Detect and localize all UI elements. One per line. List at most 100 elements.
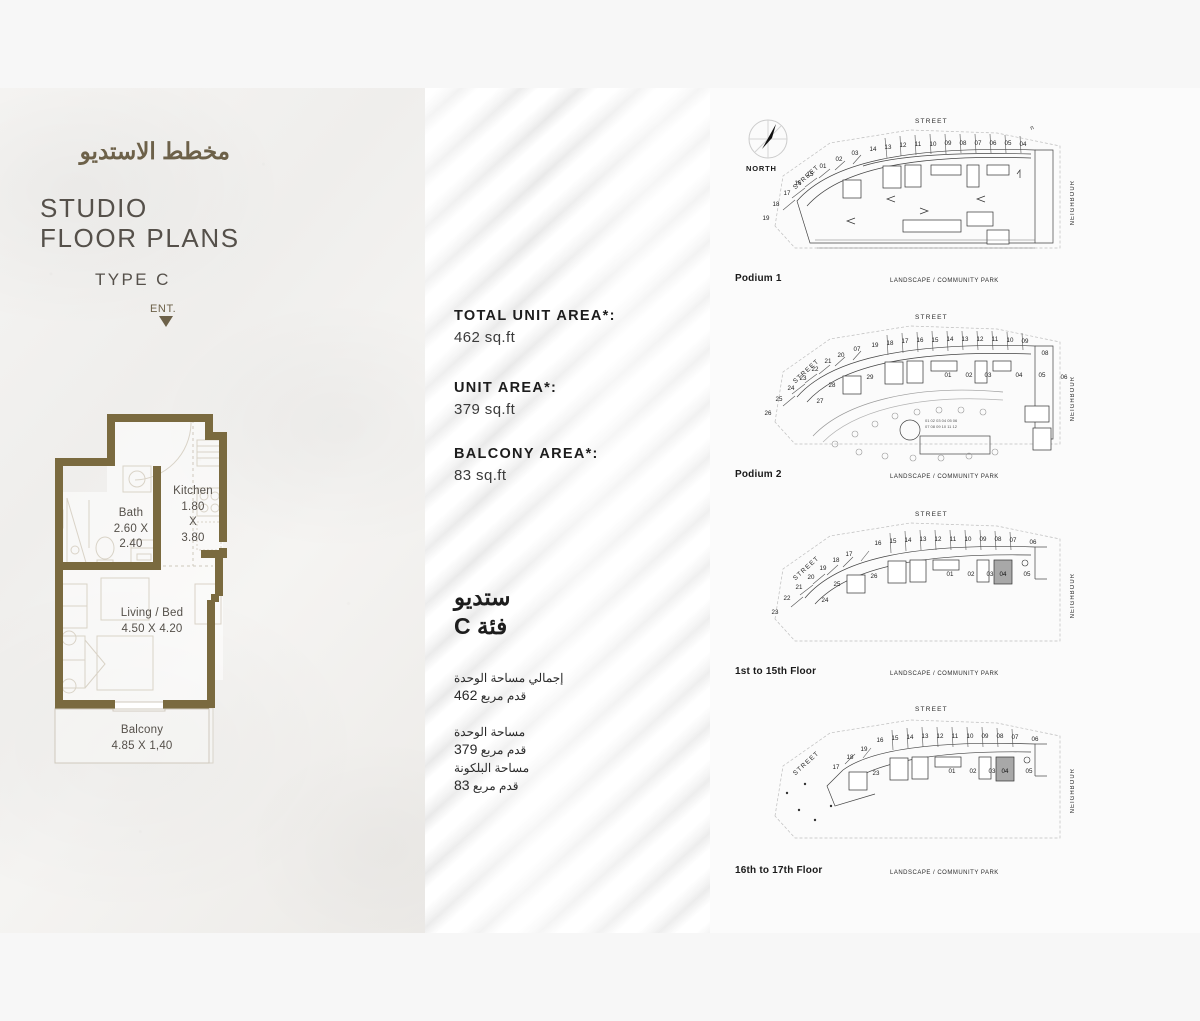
unit-number: 10 bbox=[929, 141, 937, 148]
arabic-total-area-value: قدم مربع 462 bbox=[454, 686, 527, 703]
unit-number: 18 bbox=[832, 557, 840, 564]
unit-number: 26 bbox=[870, 573, 878, 580]
unit-number: 13 bbox=[921, 733, 929, 740]
unit-number: 10 bbox=[964, 536, 972, 543]
middle-panel: TOTAL UNIT AREA*: 462 sq.ft UNIT AREA*: … bbox=[425, 88, 710, 933]
unit-number: 17 bbox=[901, 338, 909, 345]
unit-number: 14 bbox=[946, 336, 954, 343]
unit-number: 14 bbox=[869, 146, 877, 153]
unit-number: 07 bbox=[1011, 734, 1019, 741]
unit-number: 01 bbox=[944, 372, 952, 379]
unit-number: 02 bbox=[965, 372, 973, 379]
areas-english: TOTAL UNIT AREA*: 462 sq.ft UNIT AREA*: … bbox=[454, 308, 694, 512]
arabic-unit-area-label: مساحة الوحدة bbox=[454, 724, 526, 739]
unit-number: 24 bbox=[787, 385, 795, 392]
unit-number: 16 bbox=[874, 540, 882, 547]
unit-number: 15 bbox=[931, 337, 939, 344]
brochure-page: مخطط الاستديو STUDIO FLOOR PLANS TYPE C … bbox=[0, 88, 1200, 933]
unit-number: 16 bbox=[876, 737, 884, 744]
entrance-label: ENT. bbox=[150, 303, 177, 315]
highlighted-unit bbox=[995, 756, 1015, 782]
unit-number: 06 bbox=[1060, 374, 1068, 381]
unit-number: 02 bbox=[835, 156, 843, 163]
unit-number: 10 bbox=[966, 733, 974, 740]
room-label-living-bed: Living / Bed 4.50 X 4.20 bbox=[120, 607, 184, 635]
unit-number: 12 bbox=[934, 536, 942, 543]
arabic-unit-area-block: مساحة الوحدة قدم مربع 379 bbox=[454, 725, 694, 757]
svg-text:n: n bbox=[1030, 125, 1035, 132]
unit-number: 17 bbox=[783, 190, 791, 197]
unit-number-highlighted: 04 bbox=[1001, 768, 1009, 775]
key-plan-podium-2: STREET STREET NEIGHBOUR LANDSCAPE / COMM… bbox=[735, 306, 1095, 496]
key-plan-title: Podium 1 bbox=[735, 273, 782, 284]
unit-number: 09 bbox=[944, 140, 952, 147]
podium-1-drawing: n bbox=[774, 125, 1061, 249]
unit-number: 05 bbox=[1004, 140, 1012, 147]
park-label: LANDSCAPE / COMMUNITY PARK bbox=[890, 870, 999, 876]
street-label-top: STREET bbox=[915, 314, 948, 321]
unit-number: 20 bbox=[837, 352, 845, 359]
unit-area-label: UNIT AREA*: bbox=[454, 380, 558, 396]
unit-number: 07 bbox=[1009, 537, 1017, 544]
unit-number: 01 bbox=[819, 163, 827, 170]
arabic-unit-area-value: قدم مربع 379 bbox=[454, 740, 527, 757]
left-panel: مخطط الاستديو STUDIO FLOOR PLANS TYPE C … bbox=[0, 88, 425, 933]
unit-number: 11 bbox=[914, 141, 922, 148]
unit-number: 11 bbox=[991, 336, 999, 343]
floor-16-17-drawing bbox=[774, 719, 1061, 839]
unit-number: 08 bbox=[959, 140, 967, 147]
unit-number: 17 bbox=[845, 551, 853, 558]
key-plan-podium-1: STREET STREET NEIGHBOUR LANDSCAPE / COMM… bbox=[735, 108, 1095, 298]
room-label-kitchen: Kitchen 1.80 X 3.80 bbox=[173, 485, 213, 544]
unit-number: 09 bbox=[1021, 338, 1029, 345]
unit-number: 10 bbox=[1006, 337, 1014, 344]
floor-plan-drawing bbox=[54, 414, 227, 764]
unit-number: 05 bbox=[1038, 372, 1046, 379]
unit-number: 25 bbox=[833, 581, 841, 588]
podium-2-drawing: 01 02 03 04 05 06 07 08 09 10 11 12 bbox=[774, 325, 1061, 462]
page-title-line1: STUDIO bbox=[40, 193, 148, 223]
arabic-balcony-area-block: مساحة البلكونة قدم مربع 83 bbox=[454, 761, 694, 793]
unit-number: 20 bbox=[807, 574, 815, 581]
unit-number: 22 bbox=[783, 595, 791, 602]
unit-number: 17 bbox=[832, 764, 840, 771]
unit-number: 07 bbox=[974, 140, 982, 147]
unit-number: 11 bbox=[949, 536, 957, 543]
unit-number: 18 bbox=[886, 340, 894, 347]
unit-number: 13 bbox=[961, 336, 969, 343]
unit-number: 09 bbox=[981, 733, 989, 740]
unit-number: 18 bbox=[772, 201, 780, 208]
north-label: NORTH bbox=[746, 164, 777, 173]
unit-number: 02 bbox=[967, 571, 975, 578]
key-plan-title: 1st to 15th Floor bbox=[735, 666, 817, 677]
unit-area-block: UNIT AREA*: 379 sq.ft bbox=[454, 380, 694, 418]
room-label-bath: Bath 2.60 X 2.40 bbox=[113, 507, 149, 551]
page-title: STUDIO FLOOR PLANS bbox=[40, 193, 290, 253]
studio-floor-plan: ENT. bbox=[45, 303, 235, 778]
unit-number: 14 bbox=[906, 734, 914, 741]
balcony-area-label: BALCONY AREA*: bbox=[454, 446, 599, 462]
unit-number: 11 bbox=[951, 733, 959, 740]
street-label-top: STREET bbox=[915, 511, 948, 518]
key-plan-title: Podium 2 bbox=[735, 469, 782, 480]
unit-number: 21 bbox=[795, 584, 803, 591]
unit-number: 13 bbox=[884, 144, 892, 151]
unit-number: 03 bbox=[851, 150, 859, 157]
arabic-title: ستديو فئة C bbox=[454, 584, 511, 639]
park-label: LANDSCAPE / COMMUNITY PARK bbox=[890, 278, 999, 284]
svg-text:07 08 09 10 11 12: 07 08 09 10 11 12 bbox=[925, 424, 958, 429]
unit-number: 03 bbox=[986, 571, 994, 578]
page-title-line2: FLOOR PLANS bbox=[40, 223, 240, 254]
compass-icon bbox=[748, 119, 788, 159]
unit-number: 08 bbox=[996, 733, 1004, 740]
unit-type-label: TYPE C bbox=[95, 270, 171, 289]
north-compass bbox=[745, 116, 791, 167]
unit-number: 27 bbox=[816, 398, 824, 405]
arabic-total-area-block: إجمالي مساحة الوحدة قدم مربع 462 bbox=[454, 671, 694, 703]
unit-number: 03 bbox=[988, 768, 996, 775]
unit-number: 06 bbox=[1031, 736, 1039, 743]
unit-number: 23 bbox=[872, 770, 880, 777]
unit-number: 04 bbox=[1019, 141, 1027, 148]
street-label-top: STREET bbox=[915, 118, 948, 125]
unit-number: 24 bbox=[821, 597, 829, 604]
